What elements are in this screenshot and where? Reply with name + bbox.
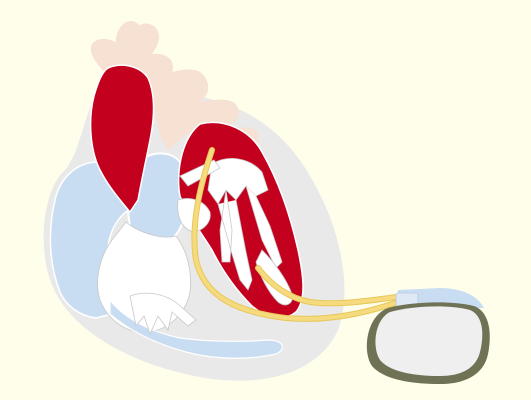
pacemaker-body — [375, 306, 482, 376]
